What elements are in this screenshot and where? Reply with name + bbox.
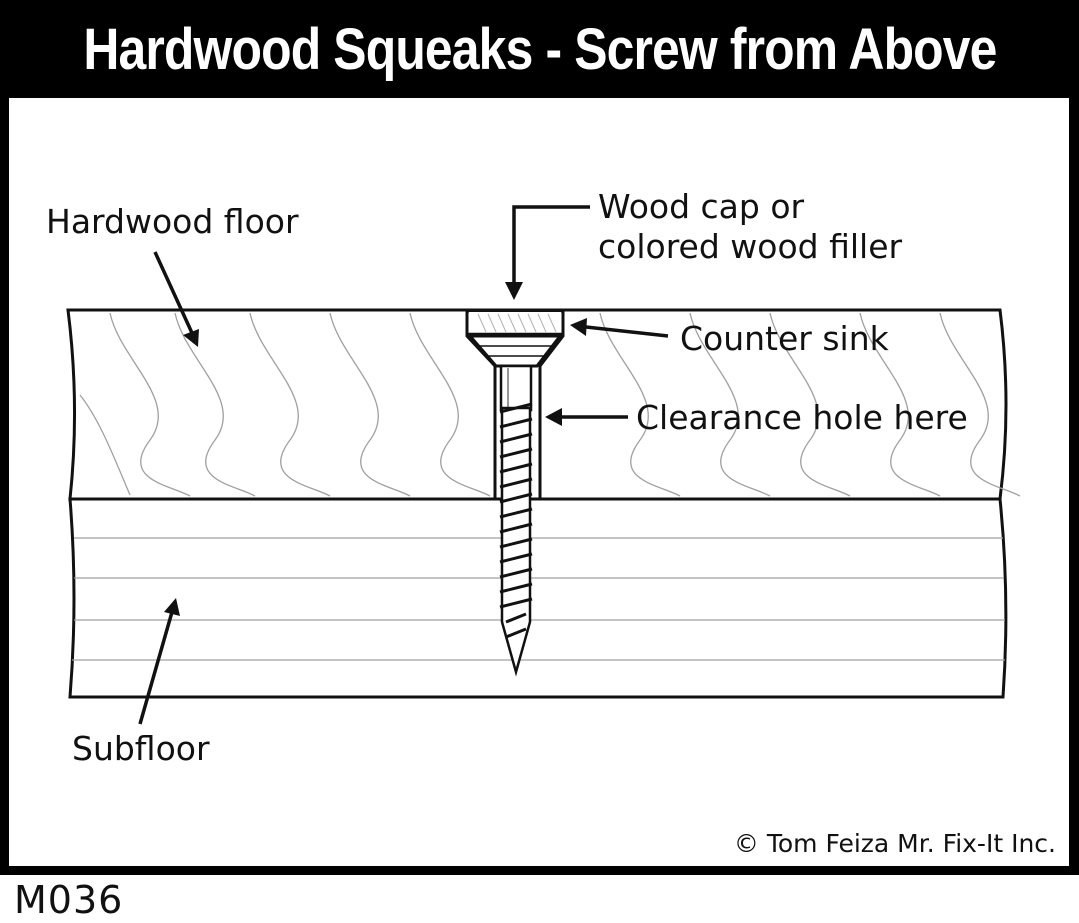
figure-code: M036 — [14, 878, 124, 922]
arrow-wood-cap — [505, 282, 523, 300]
arrow-clearance-hole — [545, 408, 562, 426]
arrow-counter-sink — [570, 318, 587, 336]
screw-threads — [499, 402, 533, 639]
wood-grain — [79, 312, 1021, 497]
screw — [466, 334, 564, 677]
label-subfloor: Subfloor — [72, 729, 210, 768]
wood-cap — [477, 313, 557, 333]
arrow-hardwood-floor — [183, 329, 199, 347]
copyright-notice: © Tom Feiza Mr. Fix-It Inc. — [734, 829, 1056, 858]
label-wood-cap-line1: Wood cap or — [598, 187, 805, 226]
page-title: Hardwood Squeaks - Screw from Above — [82, 16, 997, 82]
arrow-subfloor — [164, 598, 180, 616]
label-wood-cap-line2: colored wood filler — [598, 227, 903, 266]
subfloor-board — [68, 497, 1008, 699]
title-bar: Hardwood Squeaks - Screw from Above — [0, 0, 1079, 98]
arrow-heads — [164, 282, 587, 616]
label-counter-sink: Counter sink — [680, 319, 890, 358]
leader-lines — [138, 205, 669, 725]
label-hardwood-floor: Hardwood floor — [46, 202, 299, 241]
label-clearance-hole: Clearance hole here — [636, 398, 968, 437]
